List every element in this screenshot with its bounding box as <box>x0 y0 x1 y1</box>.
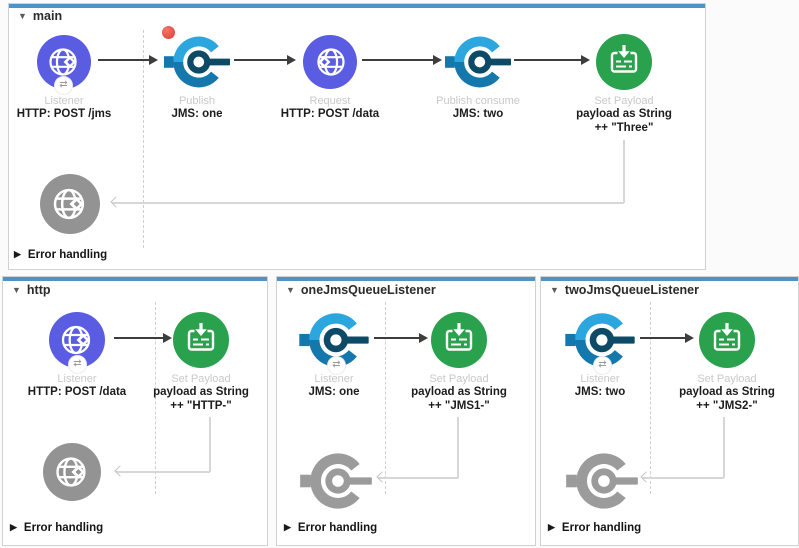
source-separator <box>385 302 386 494</box>
set-payload-document-icon <box>596 34 652 90</box>
set-payload-document-icon <box>699 312 755 368</box>
flow-arrow <box>514 55 590 65</box>
error-handling-section-main[interactable]: ▶Error handling <box>14 249 108 261</box>
flow-header-bar <box>3 277 267 281</box>
triangle-down-icon: ▼ <box>12 285 21 295</box>
flow-container-main <box>8 3 706 270</box>
component-set-payload[interactable]: Set Payload payload as String ++ "JMS2-" <box>652 308 799 413</box>
component-jms-publish[interactable]: Publish JMS: one <box>122 30 272 122</box>
flow-title-main[interactable]: ▼main <box>18 9 63 23</box>
ghost-jms-component[interactable] <box>300 450 372 512</box>
error-handling-section-twoJms[interactable]: ▶Error handling <box>548 522 642 534</box>
sync-arrows-icon: ⇄ <box>55 77 72 94</box>
triangle-right-icon: ▶ <box>284 522 291 532</box>
return-connector-horizontal <box>116 471 210 473</box>
flow-arrow <box>234 55 296 65</box>
component-jms-publish-consume[interactable]: Publish consume JMS: two <box>403 30 553 122</box>
flow-title-twoJmsQueueListener[interactable]: ▼twoJmsQueueListener <box>550 283 699 297</box>
component-set-payload[interactable]: Set Payload payload as String ++ "Three" <box>549 30 699 135</box>
globe-gray-icon <box>40 174 100 234</box>
flow-title-http[interactable]: ▼http <box>12 283 51 297</box>
sync-arrows-icon: ⇄ <box>69 356 86 373</box>
globe-icon <box>303 35 357 89</box>
flow-arrow <box>640 333 694 343</box>
flow-header-bar <box>9 4 705 8</box>
component-set-payload[interactable]: Set Payload payload as String ++ "JMS1-" <box>384 308 534 413</box>
triangle-right-icon: ▶ <box>548 522 555 532</box>
sync-arrows-icon: ⇄ <box>328 357 345 374</box>
jms-connector-icon <box>445 33 511 91</box>
source-separator <box>155 302 156 494</box>
flow-arrow <box>114 333 172 343</box>
flow-header-bar <box>541 277 798 281</box>
error-handling-section-oneJms[interactable]: ▶Error handling <box>284 522 378 534</box>
sync-arrows-icon: ⇄ <box>594 357 611 374</box>
triangle-right-icon: ▶ <box>14 249 21 259</box>
jms-gray-icon <box>300 450 372 512</box>
breakpoint-red-dot-icon[interactable] <box>162 26 175 39</box>
flow-header-bar <box>277 277 535 281</box>
return-connector-vertical <box>623 140 625 203</box>
component-http-listener[interactable]: ⇄ Listener HTTP: POST /jms <box>0 30 139 122</box>
ghost-http-component[interactable] <box>43 443 101 501</box>
component-set-payload[interactable]: Set Payload payload as String ++ "HTTP-" <box>126 308 276 413</box>
triangle-down-icon: ▼ <box>286 285 295 295</box>
error-handling-section-http[interactable]: ▶Error handling <box>10 522 104 534</box>
return-connector-vertical <box>723 417 725 478</box>
return-connector-horizontal <box>642 477 724 479</box>
flow-arrow <box>98 55 158 65</box>
jms-gray-icon <box>566 450 638 512</box>
flow-arrow <box>374 333 428 343</box>
return-connector-vertical <box>209 417 211 472</box>
triangle-down-icon: ▼ <box>18 11 27 21</box>
flow-arrow <box>362 55 442 65</box>
component-jms-listener[interactable]: ⇄ Listener JMS: two <box>525 308 675 400</box>
return-connector-horizontal <box>112 202 624 204</box>
triangle-right-icon: ▶ <box>10 522 17 532</box>
return-connector-vertical <box>457 417 459 478</box>
return-connector-horizontal <box>378 477 458 479</box>
flow-title-oneJmsQueueListener[interactable]: ▼oneJmsQueueListener <box>286 283 436 297</box>
ghost-http-component[interactable] <box>40 174 100 234</box>
jms-connector-icon <box>164 33 230 91</box>
component-http-request[interactable]: Request HTTP: POST /data <box>255 30 405 122</box>
set-payload-document-icon <box>431 312 487 368</box>
triangle-down-icon: ▼ <box>550 285 559 295</box>
flow-container-http <box>2 276 268 546</box>
component-http-listener[interactable]: ⇄ Listener HTTP: POST /data <box>2 308 152 400</box>
source-separator <box>650 302 651 494</box>
globe-gray-icon <box>43 443 101 501</box>
component-jms-listener[interactable]: ⇄ Listener JMS: one <box>259 308 409 400</box>
set-payload-document-icon <box>173 312 229 368</box>
ghost-jms-component[interactable] <box>566 450 638 512</box>
source-separator <box>143 30 144 248</box>
